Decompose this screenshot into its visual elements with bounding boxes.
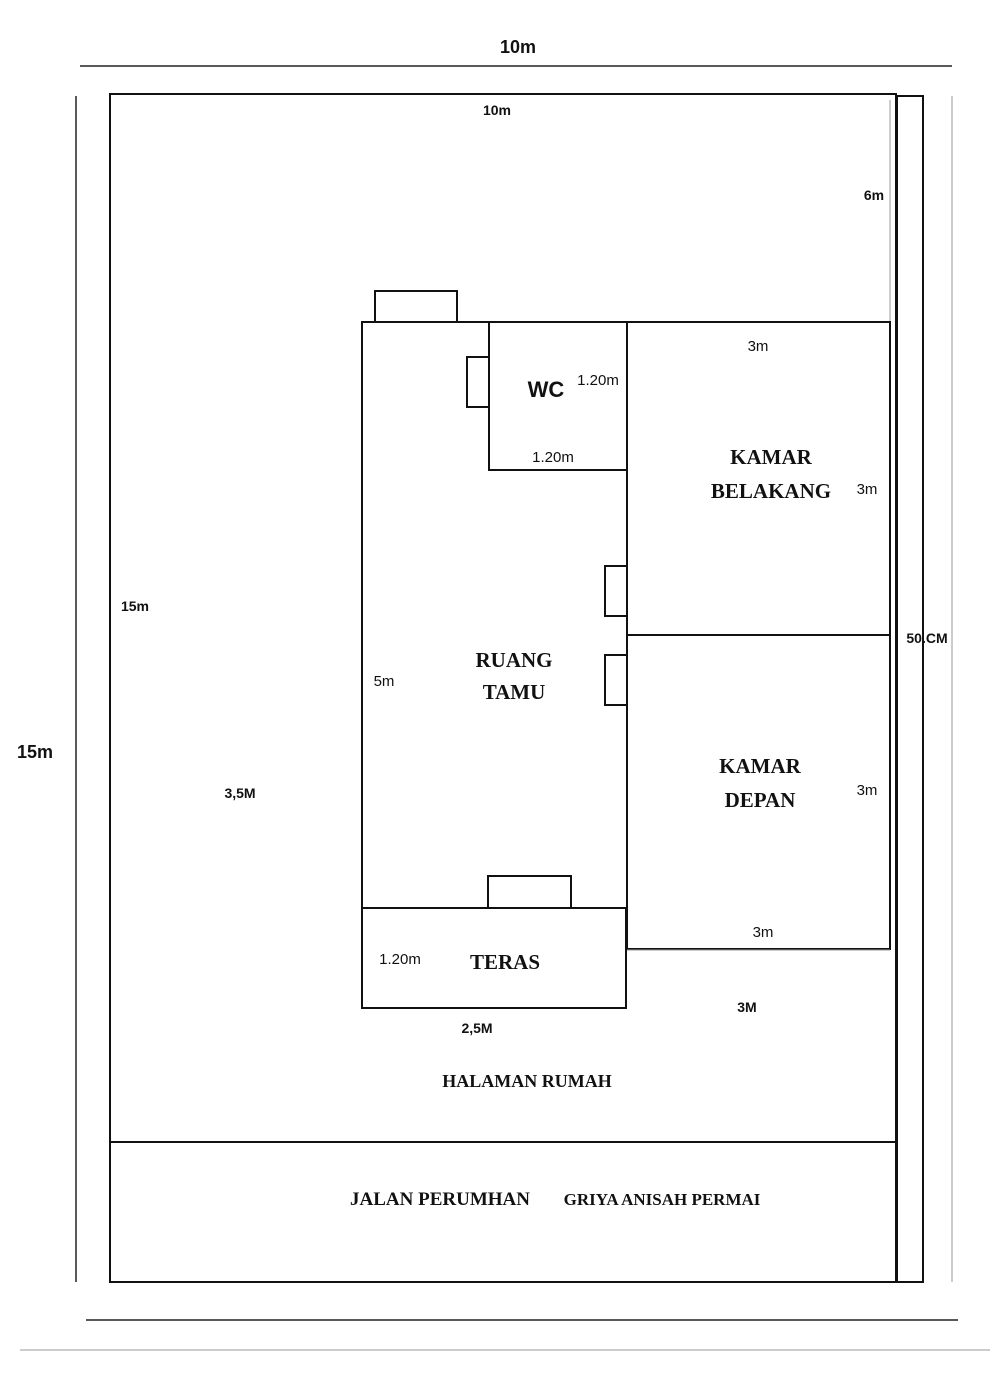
back-depth-label: 6m — [864, 187, 884, 203]
wc-depth-label: 1.20m — [532, 449, 574, 466]
ruang-tamu-name-line1: RUANG — [476, 648, 553, 672]
lot-width-label: 10m — [483, 102, 511, 118]
yard-label: HALAMAN RUMAH — [442, 1071, 611, 1091]
ruang-tamu-walls — [361, 321, 628, 909]
side-yard-width-label: 3,5M — [224, 785, 255, 801]
teras-width-label: 2,5M — [461, 1020, 492, 1036]
side-gap-label: 50.CM — [906, 630, 947, 646]
kamar-depan-depth-label: 3m — [857, 782, 878, 799]
outer-height-label: 15m — [17, 742, 53, 762]
street-prefix-label: JALAN PERUMHAN — [350, 1189, 530, 1210]
street-name-label: GRIYA ANISAH PERMAI — [564, 1190, 761, 1209]
teras-depth-label: 1.20m — [379, 951, 421, 968]
wc-name: WC — [528, 377, 565, 402]
lot-depth-label: 15m — [121, 598, 149, 614]
kamar-belakang-name-line1: KAMAR — [730, 445, 812, 469]
side-strip — [896, 95, 924, 1283]
kamar-depan-name-line1: KAMAR — [719, 754, 801, 778]
kamar-depan-width-label: 3m — [753, 924, 774, 941]
kamar-depan-door — [604, 654, 628, 706]
ruang-tamu-name-line2: TAMU — [483, 680, 546, 704]
kamar-depan-walls — [626, 634, 891, 950]
teras-name: TERAS — [470, 950, 540, 974]
kamar-depan-name-line2: DEPAN — [725, 788, 796, 812]
front-door — [487, 875, 572, 909]
outer-width-label: 10m — [500, 37, 536, 57]
ruang-tamu-depth-label: 5m — [374, 673, 395, 690]
kamar-belakang-depth-label: 3m — [857, 481, 878, 498]
kamar-belakang-name-line2: BELAKANG — [711, 479, 831, 503]
kamar-belakang-door — [604, 565, 628, 617]
front-setback-label: 3M — [737, 999, 756, 1015]
back-window — [374, 290, 458, 323]
kamar-belakang-width-label: 3m — [748, 338, 769, 355]
wc-width-label: 1.20m — [577, 372, 619, 389]
wc-door — [466, 356, 490, 408]
